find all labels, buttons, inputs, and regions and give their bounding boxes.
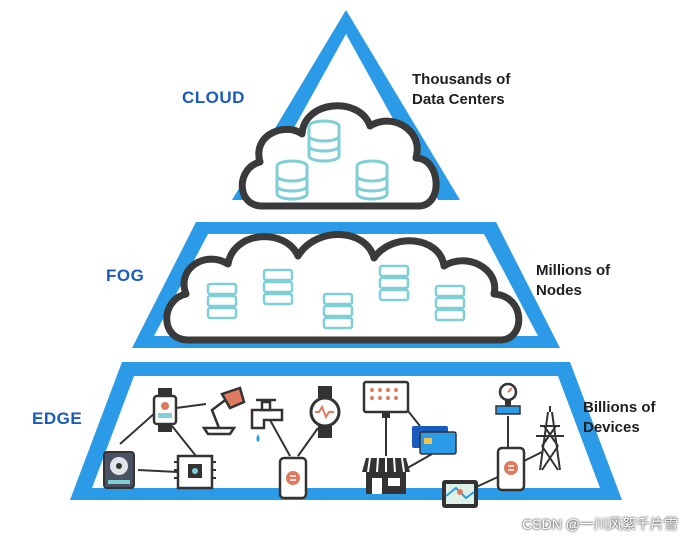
- cloud-middle: [163, 231, 523, 344]
- monitor-icon: [362, 380, 410, 418]
- fog-tier-label: FOG: [106, 266, 145, 285]
- tablet-map-icon: [442, 480, 478, 508]
- hard-drive-icon: [103, 451, 135, 489]
- fog-desc-line2: Nodes: [536, 282, 582, 299]
- power-tower-icon: [536, 406, 564, 471]
- cloud-tier-label: CLOUD: [182, 88, 245, 107]
- fog-tier-description: Millions of Nodes: [536, 261, 610, 301]
- faucet-icon: [250, 398, 284, 442]
- edge-tier-label: EDGE: [32, 409, 83, 428]
- edge-desc-line2: Devices: [583, 419, 640, 436]
- heart-watch-icon: [309, 386, 341, 438]
- desk-lamp-icon: [201, 386, 246, 436]
- credit-card-icon: [412, 426, 457, 455]
- server-rack-icon: [206, 264, 466, 330]
- cloud-tier-description: Thousands of Data Centers: [412, 70, 510, 110]
- database-icon: [275, 119, 389, 201]
- cloud-desc-line1: Thousands of: [412, 71, 511, 88]
- device-connections: [119, 403, 543, 489]
- edge-tier-description: Billions of Devices: [583, 398, 656, 438]
- edge-desc-line1: Billions of: [583, 399, 656, 416]
- fog-desc-line1: Millions of: [536, 262, 611, 279]
- pressure-gauge-icon: [495, 382, 521, 415]
- circuit-board-icon: [174, 454, 216, 490]
- storefront-icon: [362, 457, 410, 494]
- cloud-desc-line2: Data Centers: [412, 91, 505, 108]
- smartphone-icon: [278, 446, 526, 500]
- smartwatch-icon: [152, 388, 178, 432]
- watermark: CSDN @一川风絮千片雪: [522, 516, 678, 532]
- pyramid-bottom-band: [70, 362, 622, 500]
